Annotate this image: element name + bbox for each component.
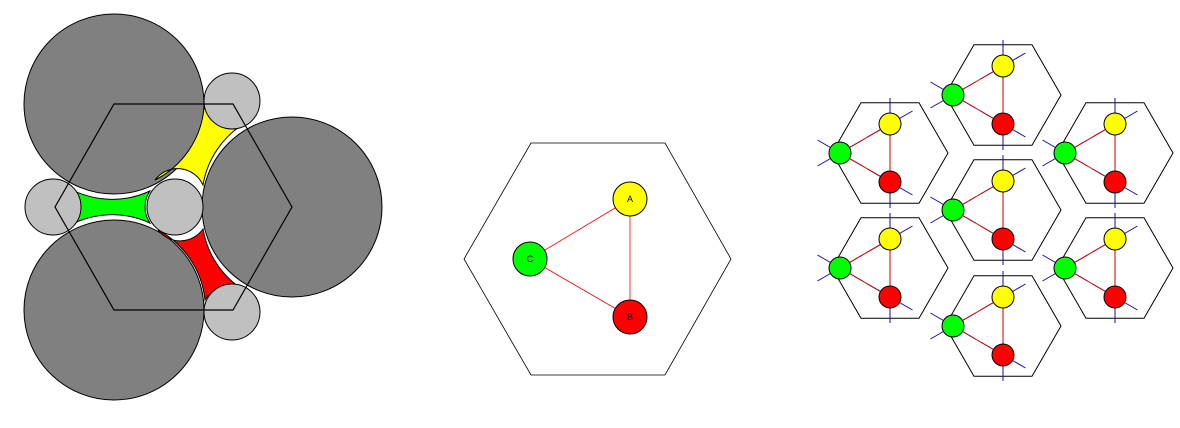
tiling-node-red — [991, 112, 1015, 136]
small-circle-bottom — [203, 283, 261, 341]
tiling-node-yellow — [991, 169, 1015, 193]
tiling-node-green — [941, 314, 965, 338]
tiling-node-yellow — [991, 54, 1015, 78]
node-c-label: C — [527, 254, 534, 264]
tiling-node-yellow — [991, 285, 1015, 309]
triangle-panel: A B C — [463, 142, 732, 376]
tiling-node-yellow — [878, 227, 902, 251]
tiling-node-green — [828, 141, 852, 165]
tiling-node-green — [1053, 256, 1077, 280]
small-circle-center — [146, 178, 204, 236]
triangle-edges — [529, 198, 631, 318]
tiling-triangle-edges — [839, 65, 1116, 356]
node-c: C — [512, 241, 548, 277]
node-c-circle — [512, 241, 548, 277]
small-circle-top — [203, 72, 261, 130]
tiling-node-green — [1053, 141, 1077, 165]
tiling-node-red — [991, 227, 1015, 251]
node-a-label: A — [627, 194, 633, 204]
small-circle-left — [24, 178, 82, 236]
packing-hexagon — [54, 103, 293, 311]
node-b: B — [612, 299, 648, 335]
tiling-node-red — [991, 343, 1015, 367]
tiling-node-red — [1103, 170, 1127, 194]
tiling-node-yellow — [1103, 227, 1127, 251]
tiling-panel — [817, 40, 1174, 381]
tiling-nodes — [828, 54, 1127, 367]
edge-c-a — [529, 198, 631, 260]
node-a-circle — [612, 181, 648, 217]
triangle-hexagon — [463, 142, 732, 376]
packing-panel — [23, 13, 383, 401]
tiling-node-green — [941, 83, 965, 107]
tiling-axis-lines — [817, 40, 1138, 381]
edge-b-c — [529, 258, 631, 318]
node-b-label: B — [627, 312, 633, 322]
tiling-node-yellow — [1103, 112, 1127, 136]
tiling-node-green — [941, 198, 965, 222]
tiling-node-red — [878, 285, 902, 309]
tiling-node-red — [1103, 285, 1127, 309]
tiling-node-green — [828, 256, 852, 280]
node-a: A — [612, 181, 648, 217]
tiling-node-red — [878, 170, 902, 194]
tiling-node-yellow — [878, 112, 902, 136]
node-b-circle — [612, 299, 648, 335]
